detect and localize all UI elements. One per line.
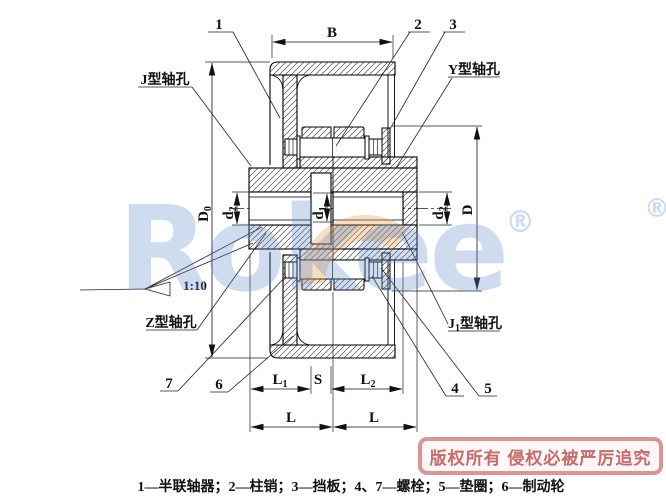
copyright-banner: 版权所有 侵权必被严厉追究	[418, 437, 663, 475]
dim-L2: L2	[360, 372, 375, 390]
callout-2: 2	[414, 17, 422, 33]
dim-L1: L1	[272, 372, 287, 390]
watermark-accent-swoosh	[298, 214, 409, 285]
dim-S: S	[314, 372, 322, 388]
shaft-bore-left	[248, 191, 312, 226]
half-coupling-hubs	[248, 156, 418, 261]
callout-6: 6	[215, 377, 223, 393]
dim-B: B	[327, 25, 337, 41]
pin-assembly-bottom	[284, 252, 391, 291]
dim-d1: d1	[311, 206, 329, 219]
dim-D0: D0	[196, 206, 214, 222]
label-taper: 1:10	[183, 278, 207, 293]
dim-d2-left: d2	[221, 206, 239, 219]
copyright-banner-text: 版权所有 侵权必被严厉追究	[429, 448, 652, 468]
label-y-hole: Y型轴孔	[448, 61, 500, 78]
taper-symbol	[79, 226, 263, 297]
dim-d2-right: d2	[431, 206, 449, 219]
pin-assembly-top	[284, 126, 391, 165]
parts-list-caption: 1—半联轴器；2—柱销；3—挡板；4、7—螺栓；5—垫圈；6—制动轮	[137, 480, 565, 495]
label-j1-hole: J1型轴孔	[448, 315, 502, 334]
callout-4: 4	[451, 381, 459, 397]
annotation-texts: 1 2 3 7 6 4 5 J型轴孔 Y型轴孔 Z型轴孔 J1型轴孔 1:10 …	[141, 17, 503, 426]
dimension-lines	[208, 38, 481, 431]
dim-L-right: L	[369, 410, 379, 426]
leader-lines	[138, 31, 500, 397]
callout-1: 1	[215, 17, 223, 33]
callout-7: 7	[165, 376, 173, 392]
dim-D: D	[460, 204, 476, 215]
callout-5: 5	[484, 381, 492, 397]
extension-lines	[205, 35, 482, 432]
callout-3: 3	[449, 17, 457, 33]
shaft-bore-right	[332, 191, 404, 226]
label-j-hole: J型轴孔	[141, 71, 190, 88]
dim-L-left: L	[286, 410, 296, 426]
label-z-hole: Z型轴孔	[145, 314, 196, 331]
